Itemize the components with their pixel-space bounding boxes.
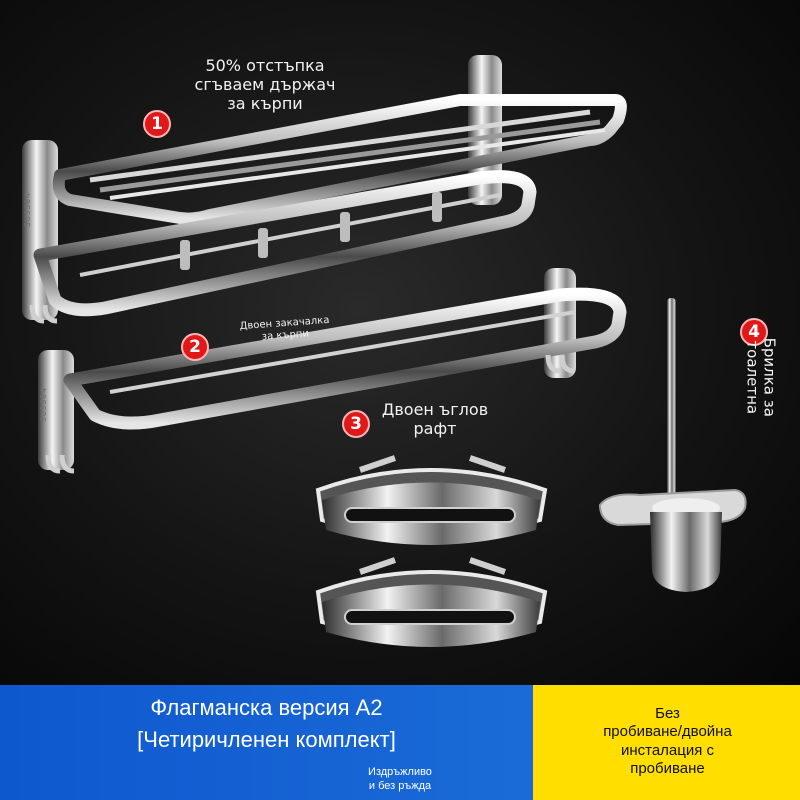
badge-product-3: 3: [342, 410, 370, 438]
brush-cup: [650, 512, 722, 592]
caption-product-4: Брилка за тоалетна: [743, 337, 779, 417]
caption-product-1: 50% отстъпка сгъваем държач за кърпи: [194, 56, 336, 114]
brush-handle: [667, 298, 676, 508]
badge-product-4: 4: [740, 318, 768, 346]
install-note: Без пробиване/двойна инсталация с пробив…: [603, 705, 732, 777]
banner-yellow-panel: [533, 685, 800, 800]
product-illustration: [22, 55, 747, 647]
badge-product-2: 2: [181, 333, 209, 361]
corner-shelf-top: [315, 455, 548, 545]
corner-shelf-bottom: [315, 557, 548, 647]
material-stamp: SUS304: [22, 192, 32, 227]
badge-product-1: 1: [143, 110, 171, 138]
banner-subtitle: [Четиричленен комплект]: [137, 727, 396, 752]
material-stamp: SUS304: [38, 387, 48, 422]
folding-towel-rack: [22, 55, 627, 324]
banner-title: Флагманска версия A2: [150, 695, 383, 720]
product-stage: SUS304 SUS304 1 50% отстъпка сгъваем дър…: [0, 0, 800, 685]
toilet-brush-holder: [598, 298, 747, 592]
double-towel-bar: [38, 268, 627, 474]
banner-blue-panel: [0, 685, 533, 800]
durable-note: Издръжливо и без ръжда: [368, 766, 432, 792]
caption-product-3: Двоен ъглов рафт: [381, 400, 489, 439]
